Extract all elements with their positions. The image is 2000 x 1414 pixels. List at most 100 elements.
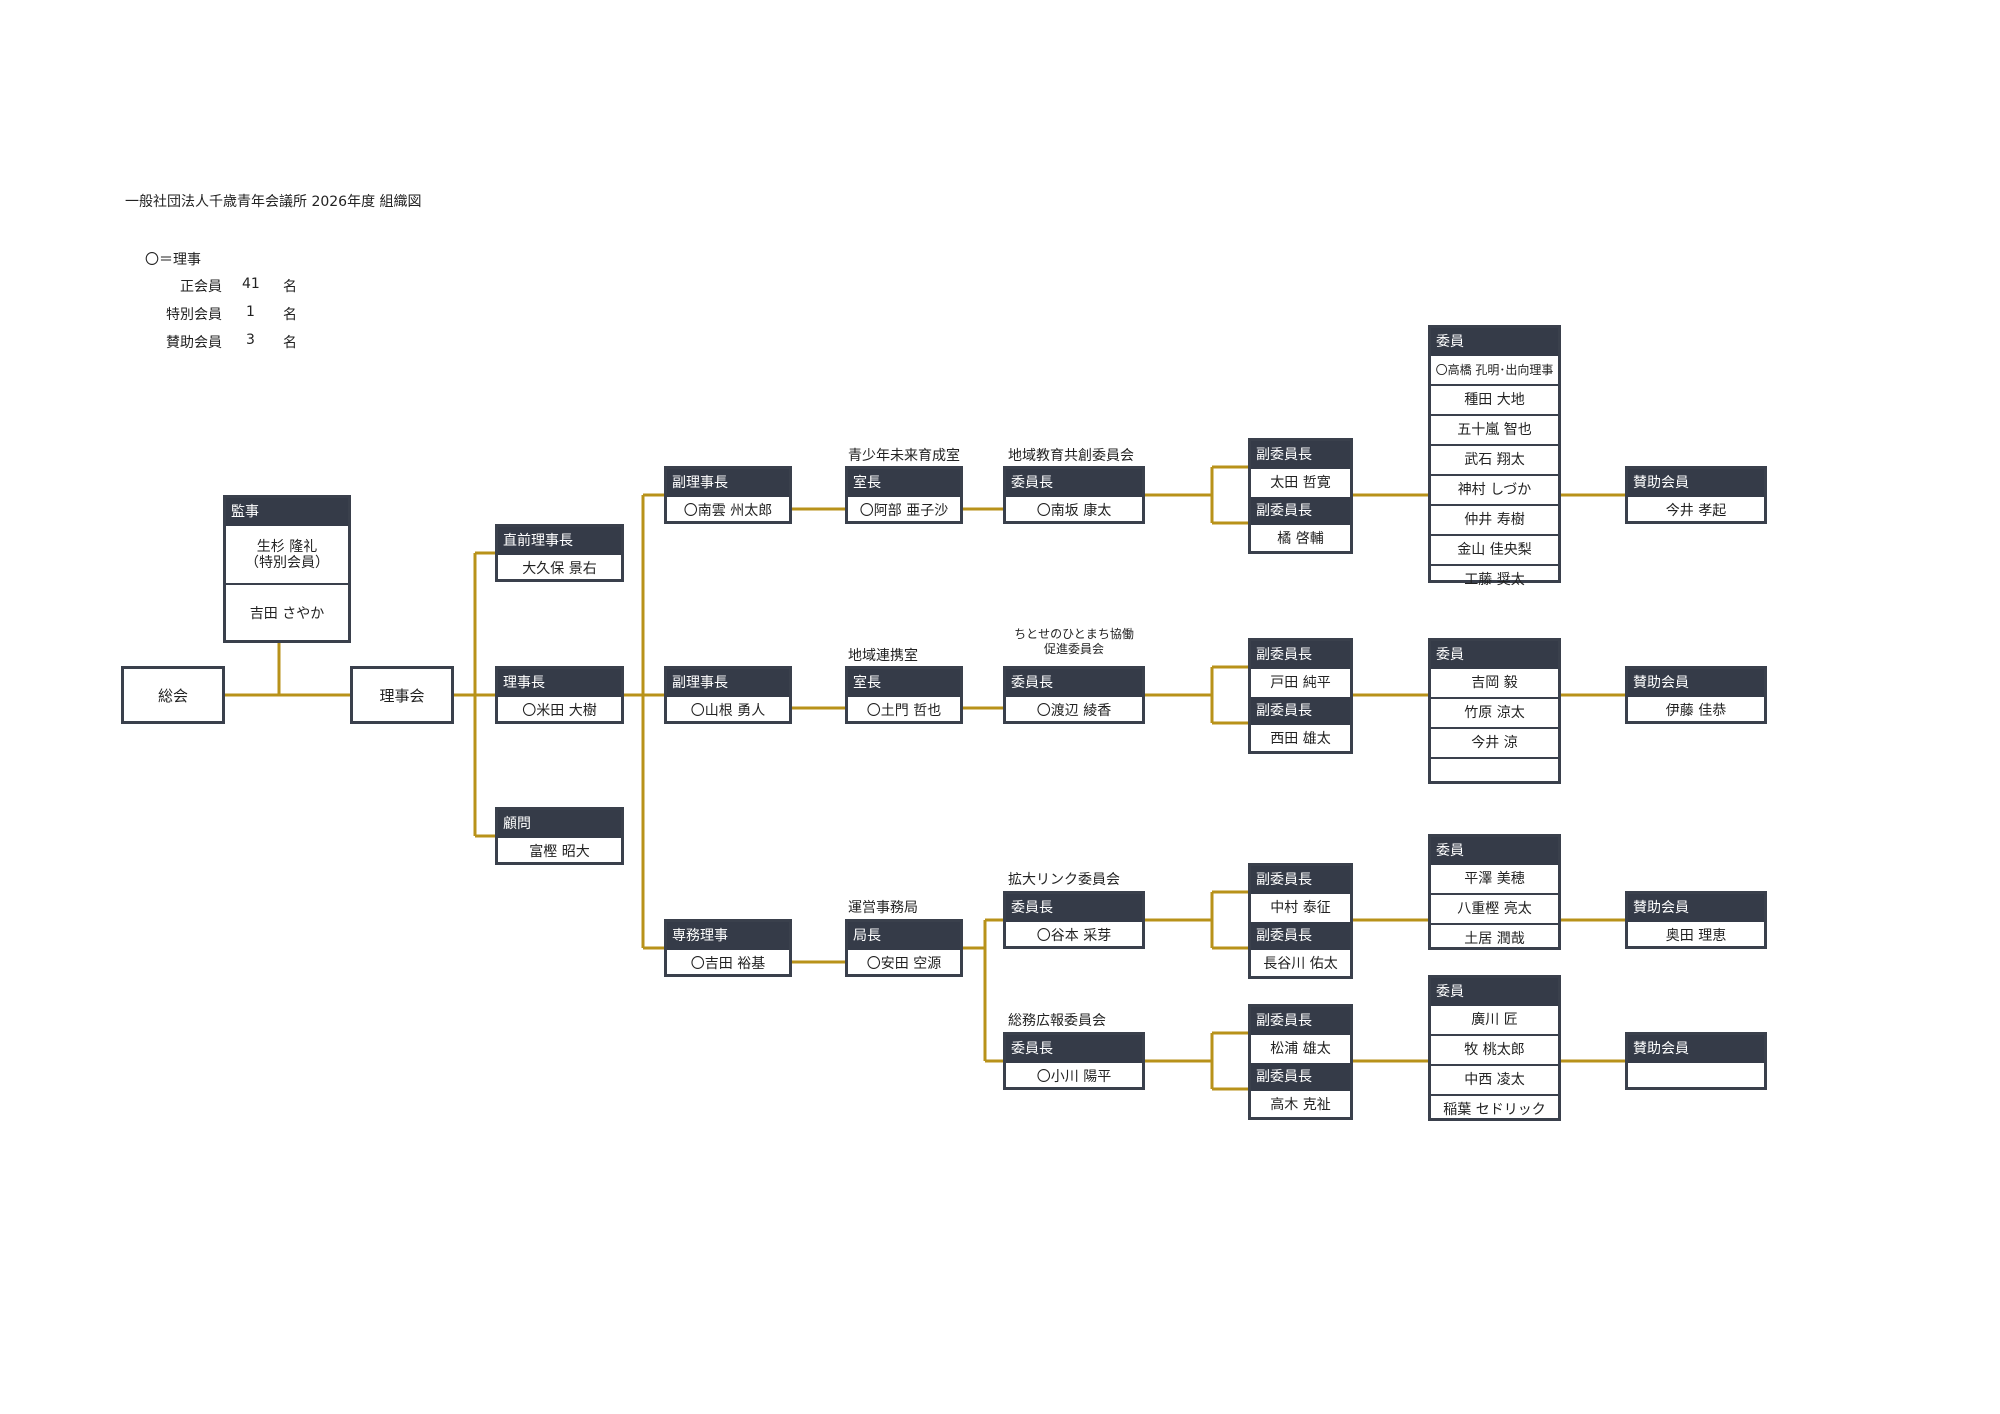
committee1-member-4: 武石 翔太: [1431, 444, 1558, 474]
committee2-support-header: 賛助会員: [1628, 669, 1764, 697]
legend-unit-supporting: 名: [283, 335, 297, 351]
committee4-support-box: 賛助会員: [1625, 1032, 1767, 1090]
director-symbol-note: 〇＝理事: [145, 252, 201, 268]
committee4-vice-name-1: 松浦 雄太: [1270, 1041, 1331, 1057]
committee4-members-header: 委員: [1431, 978, 1558, 1006]
advisor-name: 富樫 昭大: [529, 844, 590, 860]
room2-box: 室長 〇土門 哲也: [845, 666, 963, 724]
committee3-vice-name-1: 中村 泰征: [1270, 900, 1331, 916]
committee1-chair-name: 〇南坂 康太: [1036, 503, 1112, 519]
committee4-member-1: 廣川 匠: [1471, 1012, 1518, 1028]
advisor-header: 顧問: [498, 810, 621, 838]
committee1-support-name: 今井 孝起: [1665, 503, 1727, 519]
committee3-title: 拡大リンク委員会: [1008, 872, 1120, 888]
committee4-support-header: 賛助会員: [1628, 1035, 1764, 1063]
committee3-member-2: 八重樫 亮太: [1431, 893, 1558, 923]
committee1-member-6: 仲井 寿樹: [1431, 504, 1558, 534]
room2-title: 地域連携室: [848, 648, 918, 664]
past-president-name: 大久保 景右: [522, 561, 597, 577]
legend-label-special: 特別会員: [166, 307, 222, 323]
committee4-support-name: [1628, 1063, 1764, 1091]
committee3-support-header: 賛助会員: [1628, 894, 1764, 922]
past-president-box: 直前理事長 大久保 景右: [495, 524, 624, 582]
committee3-chair-name: 〇谷本 采芽: [1036, 928, 1112, 944]
committee2-support-name: 伊藤 佳恭: [1665, 703, 1727, 719]
page-title: 一般社団法人千歳青年会議所 2026年度 組織図: [125, 194, 422, 210]
general-assembly-box: 総会: [121, 666, 225, 724]
committee2-vice-header-1: 副委員長: [1251, 641, 1350, 669]
room1-box: 室長 〇阿部 亜子沙: [845, 466, 963, 524]
committee3-vice-header-1: 副委員長: [1251, 866, 1350, 894]
committee2-members-header: 委員: [1431, 641, 1558, 669]
committee4-chair-name: 〇小川 陽平: [1036, 1069, 1112, 1085]
committee3-support-name: 奥田 理恵: [1665, 928, 1727, 944]
room2-name: 〇土門 哲也: [866, 703, 942, 719]
committee3-chair-box: 委員長 〇谷本 采芽: [1003, 891, 1145, 949]
committee3-vice-header-2: 副委員長: [1251, 922, 1350, 950]
committee4-member-3: 中西 凌太: [1431, 1064, 1558, 1094]
vp2-header: 副理事長: [667, 669, 789, 697]
committee1-support-box: 賛助会員 今井 孝起: [1625, 466, 1767, 524]
auditor-member-1: 生杉 隆礼 （特別会員）: [226, 526, 348, 585]
committee3-member-3: 土居 潤哉: [1431, 923, 1558, 953]
committee3-support-box: 賛助会員 奥田 理恵: [1625, 891, 1767, 949]
legend-count-special: 1: [246, 304, 255, 320]
committee4-member-4: 稲葉 セドリック: [1431, 1094, 1558, 1124]
auditor-name-1: 生杉 隆礼: [256, 538, 318, 555]
vp2-name: 〇山根 勇人: [690, 703, 766, 719]
committee3-vice-name-2: 長谷川 佑太: [1263, 956, 1338, 972]
committee1-support-header: 賛助会員: [1628, 469, 1764, 497]
executive-name: 〇吉田 裕基: [690, 956, 766, 972]
committee1-member-2: 種田 大地: [1431, 384, 1558, 414]
committee2-chair-name: 〇渡辺 綾香: [1036, 703, 1112, 719]
past-president-header: 直前理事長: [498, 527, 621, 555]
legend-count-regular: 41: [242, 276, 260, 292]
committee1-member-8: 工藤 奨太: [1431, 564, 1558, 594]
committee3-members-header: 委員: [1431, 837, 1558, 865]
committee1-member-5: 神村 しづか: [1431, 474, 1558, 504]
committee1-member-7: 金山 佳央梨: [1431, 534, 1558, 564]
committee4-vice-header-2: 副委員長: [1251, 1063, 1350, 1091]
committee2-chair-box: 委員長 〇渡辺 綾香: [1003, 666, 1145, 724]
general-assembly-label: 総会: [157, 686, 188, 705]
committee1-vice-header-1: 副委員長: [1251, 441, 1350, 469]
legend-unit-regular: 名: [283, 279, 297, 295]
committee1-member-3: 五十嵐 智也: [1431, 414, 1558, 444]
legend-label-supporting: 賛助会員: [166, 335, 222, 351]
room1-name: 〇阿部 亜子沙: [859, 503, 949, 519]
legend-label-regular: 正会員: [180, 279, 222, 295]
auditor-header: 監事: [226, 498, 348, 526]
president-header: 理事長: [498, 669, 621, 697]
executive-box: 専務理事 〇吉田 裕基: [664, 919, 792, 977]
committee1-members-header: 委員: [1431, 328, 1558, 356]
room2-header: 室長: [848, 669, 960, 697]
committee2-title-line1: ちとせのひとまち協働: [1014, 627, 1134, 641]
committee2-member-1: 吉岡 毅: [1471, 675, 1518, 691]
office-title: 運営事務局: [848, 900, 918, 916]
committee3-members-box: 委員 平澤 美穂 八重樫 亮太 土居 潤哉: [1428, 834, 1561, 950]
committee1-members-box: 委員 〇高橋 孔明･出向理事 種田 大地 五十嵐 智也 武石 翔太 神村 しづか…: [1428, 325, 1561, 588]
room1-header: 室長: [848, 469, 960, 497]
legend-count-supporting: 3: [246, 332, 255, 348]
committee2-chair-header: 委員長: [1006, 669, 1142, 697]
committee4-members-box: 委員 廣川 匠 牧 桃太郎 中西 凌太 稲葉 セドリック: [1428, 975, 1561, 1121]
committee2-member-4: [1431, 757, 1558, 787]
president-name: 〇米田 大樹: [522, 703, 597, 719]
committee2-member-3: 今井 涼: [1431, 727, 1558, 757]
committee4-chair-header: 委員長: [1006, 1035, 1142, 1063]
office-name: 〇安田 空源: [866, 956, 942, 972]
committee1-vice-box: 副委員長 太田 哲寛 副委員長 橘 啓輔: [1248, 438, 1353, 554]
committee4-member-2: 牧 桃太郎: [1431, 1034, 1558, 1064]
committee2-vice-name-2: 西田 雄太: [1270, 731, 1331, 747]
committee2-vice-name-1: 戸田 純平: [1270, 675, 1331, 691]
committee2-vice-header-2: 副委員長: [1251, 697, 1350, 725]
auditor-note-1: （特別会員）: [245, 554, 329, 571]
committee4-chair-box: 委員長 〇小川 陽平: [1003, 1032, 1145, 1090]
committee2-support-box: 賛助会員 伊藤 佳恭: [1625, 666, 1767, 724]
board-label: 理事会: [379, 686, 425, 705]
committee3-member-1: 平澤 美穂: [1464, 871, 1525, 887]
board-box: 理事会: [350, 666, 454, 724]
executive-header: 専務理事: [667, 922, 789, 950]
auditor-box: 監事 生杉 隆礼 （特別会員） 吉田 さやか: [223, 495, 351, 643]
